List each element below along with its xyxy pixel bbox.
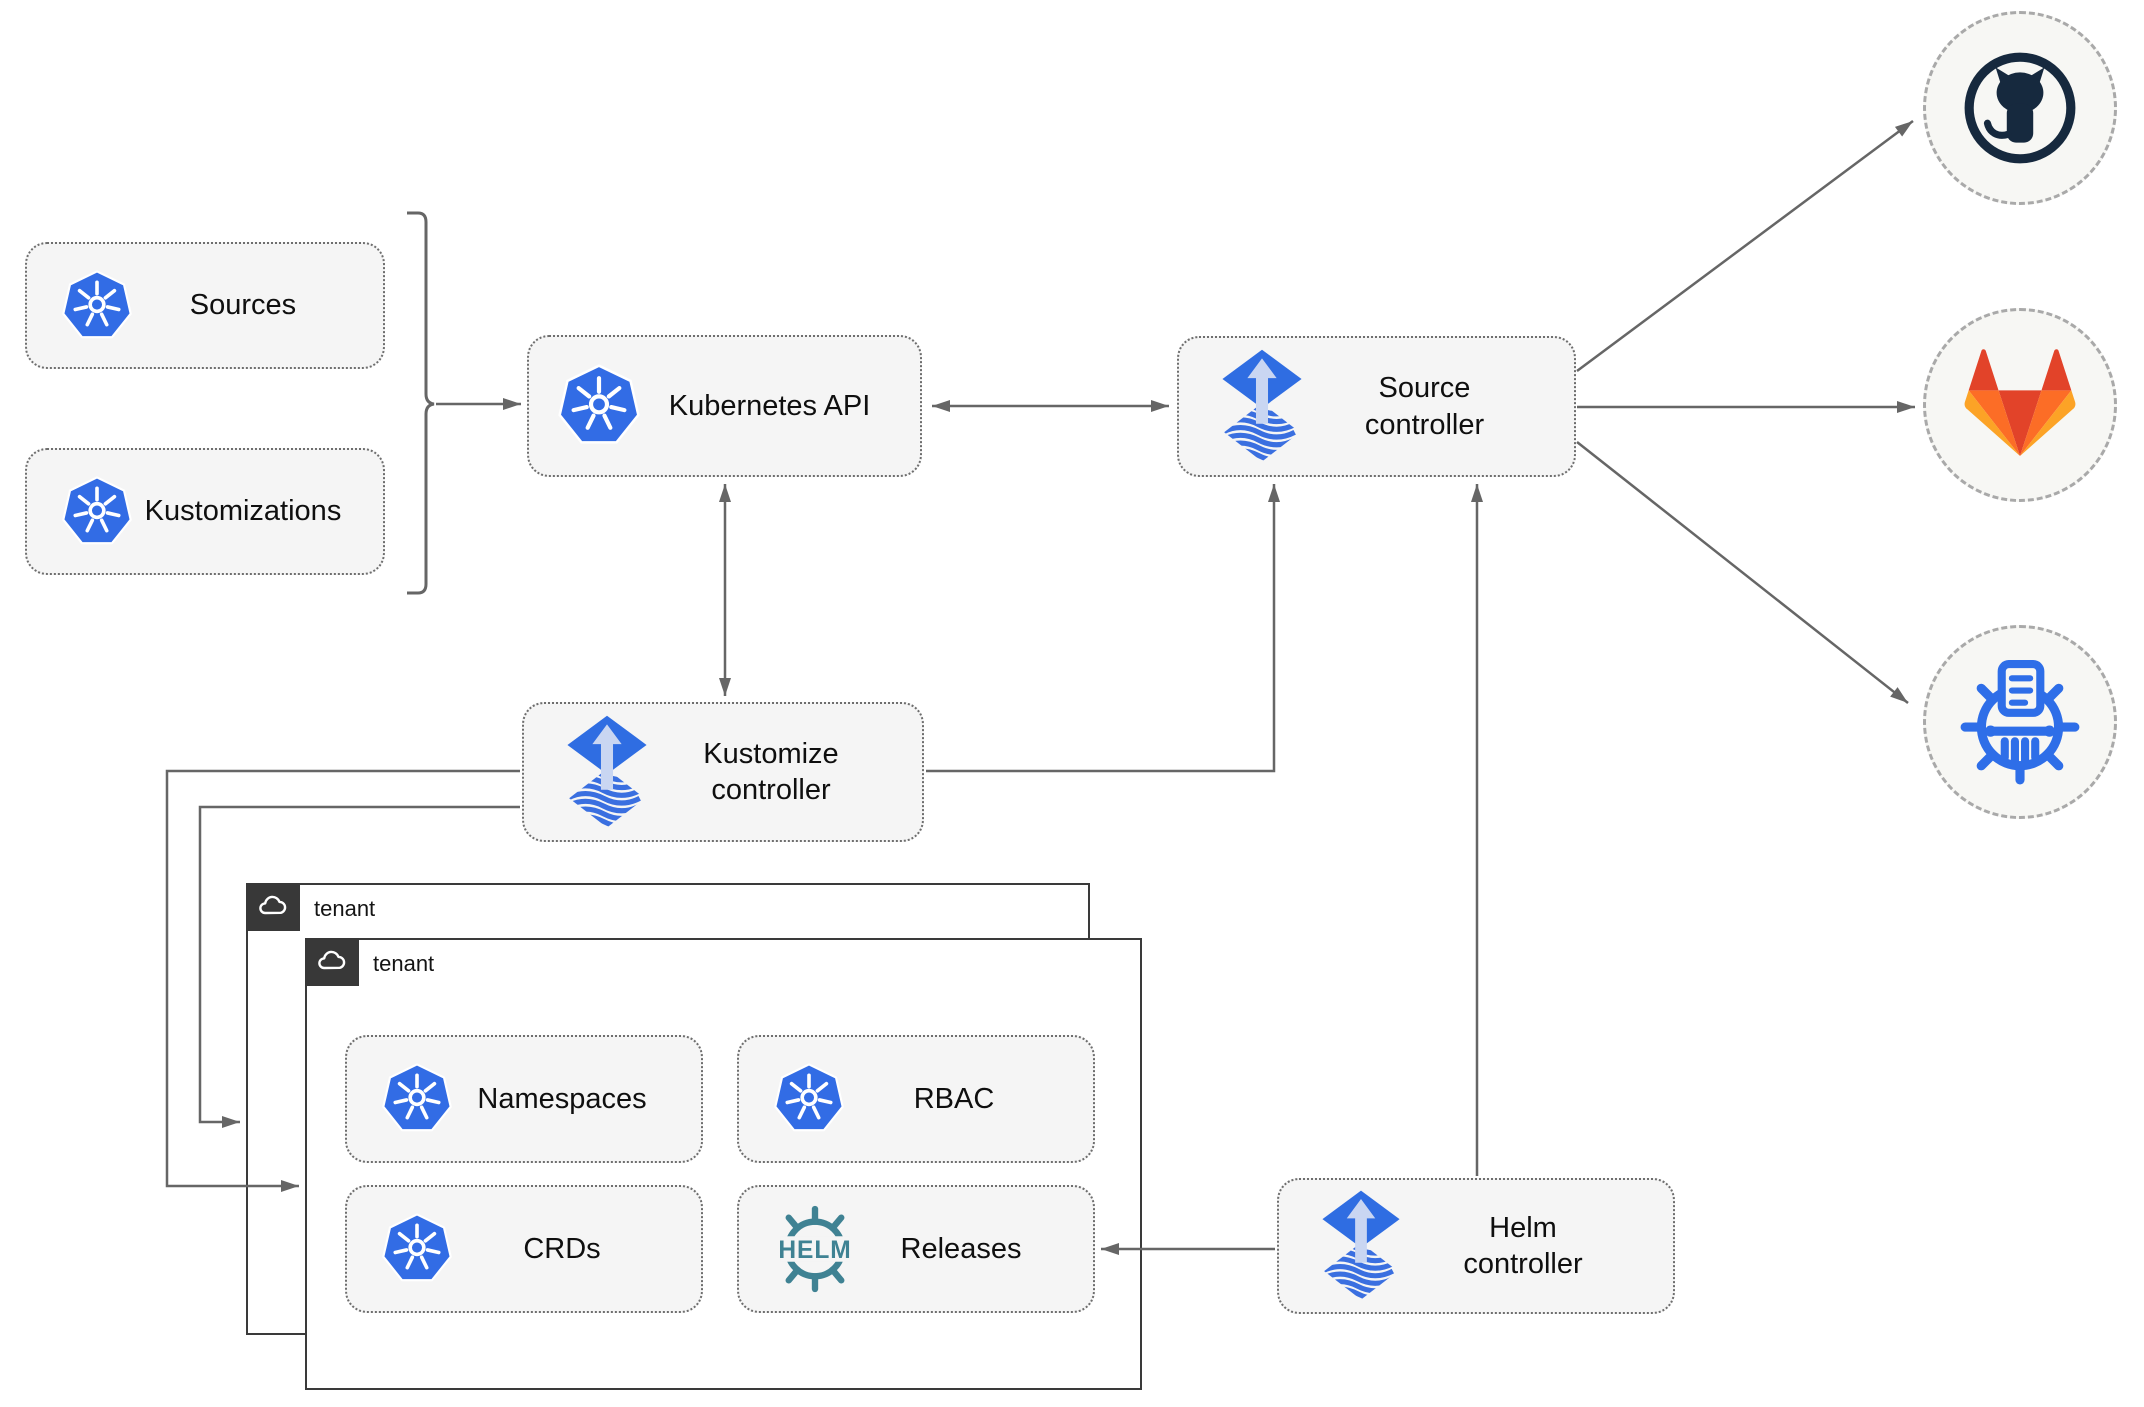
flux-icon	[1219, 348, 1305, 465]
node-helm-controller: Helm controller	[1277, 1178, 1675, 1314]
node-label: Kubernetes API	[668, 389, 871, 422]
node-label: RBAC	[913, 1082, 995, 1115]
node-label: Releases	[900, 1232, 1022, 1265]
node-sources: Sources	[25, 242, 385, 369]
node-kubernetes-api: Kubernetes API	[527, 335, 922, 477]
cloud-icon	[255, 889, 291, 925]
kubernetes-icon	[61, 476, 133, 548]
helm-icon: HELM	[765, 1203, 865, 1295]
node-label-line1: Helm	[1489, 1211, 1557, 1244]
node-releases: HELM Releases	[737, 1185, 1095, 1313]
kubernetes-icon	[381, 1213, 453, 1285]
chartmuseum-icon	[1954, 656, 2086, 788]
node-label: CRDs	[523, 1232, 601, 1265]
kubernetes-icon	[61, 270, 133, 342]
kubernetes-icon	[381, 1063, 453, 1135]
kubernetes-icon	[557, 364, 641, 448]
node-rbac: RBAC	[737, 1035, 1095, 1163]
node-source-controller: Source controller	[1177, 336, 1576, 477]
node-label-line1: Source	[1378, 372, 1471, 405]
node-kustomizations: Kustomizations	[25, 448, 385, 575]
flux-icon	[1319, 1189, 1403, 1303]
kubernetes-icon	[773, 1063, 845, 1135]
tenant-label: tenant	[314, 896, 376, 921]
node-label-line1: Kustomize	[703, 737, 839, 770]
node-label: Source controller	[1305, 370, 1574, 443]
node-namespaces: Namespaces	[345, 1035, 703, 1163]
node-kustomize-controller: Kustomize controller	[522, 702, 924, 842]
arrow-source-to-github	[1576, 119, 1914, 373]
arrow-source-to-chartmuseum	[1576, 441, 1909, 704]
node-label: Kustomizations	[144, 495, 342, 528]
node-label-line2: controller	[711, 774, 831, 806]
node-label-line2: controller	[1364, 408, 1485, 441]
helm-logo-text: HELM	[778, 1237, 851, 1264]
tenant-tab	[305, 938, 359, 986]
group-bracket	[407, 211, 435, 595]
arrow-kustomize-to-source	[926, 484, 1280, 773]
tenant-label: tenant	[373, 951, 435, 976]
endpoint-chartmuseum	[1923, 625, 2117, 819]
node-label: Namespaces	[477, 1082, 647, 1115]
node-label-line2: controller	[1463, 1248, 1583, 1280]
github-icon	[1959, 47, 2081, 169]
gitlab-icon	[1964, 349, 2076, 461]
endpoint-github	[1923, 11, 2117, 205]
tenant-box-front: tenant	[305, 938, 1142, 1390]
node-label: Kustomize controller	[650, 736, 922, 809]
endpoint-gitlab	[1923, 308, 2117, 502]
node-label: Sources	[189, 289, 297, 322]
tenant-tab	[246, 883, 300, 931]
flux-icon	[564, 714, 650, 831]
cloud-icon	[314, 944, 350, 980]
node-crds: CRDs	[345, 1185, 703, 1313]
node-label: Helm controller	[1403, 1210, 1673, 1283]
